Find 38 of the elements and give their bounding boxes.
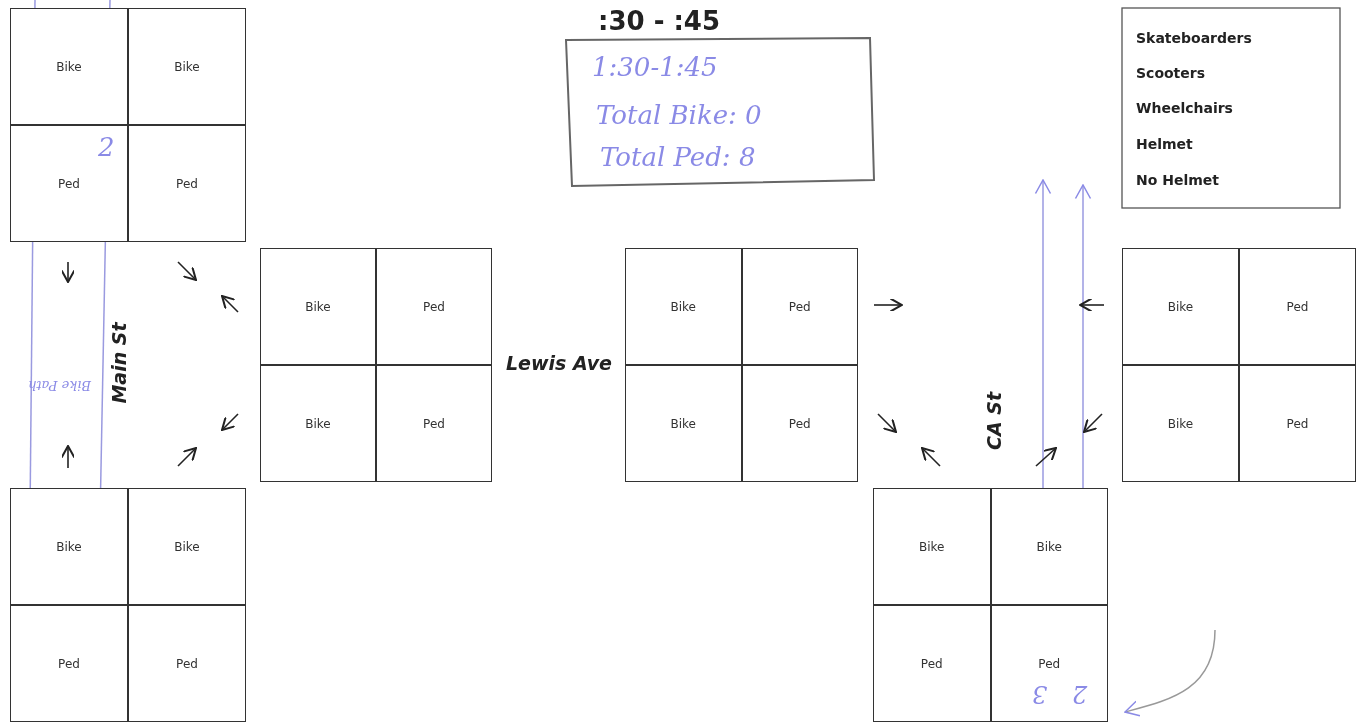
count-cell: Ped: [376, 248, 492, 365]
count-cell: Bike: [260, 365, 376, 482]
count-cell: Bike: [625, 248, 742, 365]
count-cell: Bike: [260, 248, 376, 365]
count-cell: Bike: [990, 488, 1108, 605]
count-cell: Bike: [10, 488, 128, 605]
street-name: CA St: [983, 392, 1005, 450]
count-cell: Ped: [128, 605, 246, 722]
handwritten-note: 1:30-1:45: [592, 52, 718, 82]
street-name: Lewis Ave: [506, 352, 612, 374]
count-cell: Bike: [128, 8, 246, 125]
handwritten-note: Total Bike: 0: [596, 100, 762, 130]
count-cell: Bike: [625, 365, 742, 482]
handwritten-note: 2: [1072, 680, 1088, 708]
count-cell: Ped: [376, 365, 492, 482]
count-cell: Ped: [873, 605, 991, 722]
handwritten-note: Total Ped: 8: [600, 142, 756, 172]
legend-item: Helmet: [1136, 136, 1193, 152]
legend-item: Skateboarders: [1136, 30, 1252, 46]
count-cell: Bike: [1122, 248, 1239, 365]
handwritten-note: 2: [98, 132, 115, 162]
count-cell: Bike: [10, 8, 128, 125]
count-cell: Bike: [1122, 365, 1239, 482]
street-name: Main St: [107, 322, 130, 404]
legend-item: No Helmet: [1136, 172, 1219, 188]
count-cell: Bike: [128, 488, 246, 605]
count-cell: Ped: [741, 365, 858, 482]
count-cell: Bike: [873, 488, 991, 605]
count-cell: Ped: [128, 125, 246, 242]
count-cell: Ped: [1239, 248, 1356, 365]
time-range-heading: :30 - :45: [598, 6, 721, 36]
count-cell: Ped: [1239, 365, 1356, 482]
count-cell: Ped: [741, 248, 858, 365]
handwritten-note: 3: [1032, 680, 1048, 708]
legend-item: Wheelchairs: [1136, 100, 1233, 116]
count-cell: Ped: [10, 605, 128, 722]
legend-item: Scooters: [1136, 65, 1206, 81]
handwritten-note: Bike Path: [28, 378, 91, 393]
